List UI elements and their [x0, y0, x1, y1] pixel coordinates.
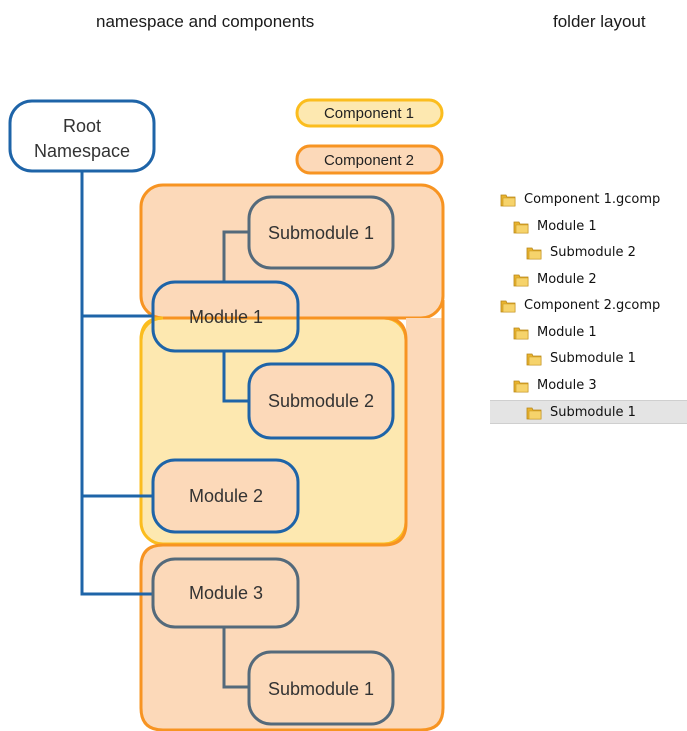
submodule1-bottom-node [247, 650, 395, 726]
folder-icon [526, 405, 542, 421]
root-namespace-label-line2: Namespace [34, 141, 130, 161]
folder-tree-item-label: Module 1 [537, 218, 597, 234]
submodule2-node [247, 362, 395, 440]
legend-component2-label: Component 2 [324, 152, 414, 169]
folder-icon [513, 378, 529, 394]
folder-tree-item[interactable]: Module 2 [490, 268, 687, 292]
folder-tree-item[interactable]: Component 2.gcomp [490, 294, 687, 318]
module2-node [151, 458, 300, 534]
module2-label: Module 2 [189, 486, 263, 506]
folder-tree-item[interactable]: Module 1 [490, 321, 687, 345]
submodule1-top-node [247, 195, 395, 270]
folder-tree-item-label: Submodule 2 [550, 245, 636, 260]
module1-submodule2-connector [222, 350, 249, 403]
folder-tree-item[interactable]: Module 1 [490, 215, 687, 239]
folder-tree-item[interactable]: Module 3 [490, 374, 687, 398]
folder-tree-item-label: Submodule 1 [550, 351, 636, 366]
legend-component2-pill [295, 144, 444, 175]
module1-label: Module 1 [189, 307, 263, 327]
legend-component1-label: Component 1 [324, 105, 414, 122]
submodule1-bottom-label: Submodule 1 [268, 679, 374, 699]
folder-tree-item-label: Module 1 [537, 324, 597, 340]
namespace-heading: namespace and components [96, 12, 315, 31]
folder-icon [500, 192, 516, 208]
module1-submodule1-connector [222, 230, 249, 282]
folder-icon [500, 298, 516, 314]
folder-icon [526, 245, 542, 261]
root-namespace-node [8, 99, 156, 173]
folder-tree-item-label: Module 2 [537, 271, 597, 287]
folder-layout-heading: folder layout [553, 12, 646, 31]
component2-outline [139, 300, 445, 731]
submodule2-label: Submodule 2 [268, 391, 374, 411]
folder-tree-item[interactable]: Submodule 2 [490, 241, 687, 265]
component1-overlap-outline [163, 316, 408, 341]
module1-node [151, 280, 300, 353]
folder-tree-item[interactable]: Submodule 1 [490, 400, 687, 424]
namespace-diagram: Component 1 Component 2 Root Namespace S… [8, 98, 445, 731]
folder-tree-item-label: Component 2.gcomp [524, 298, 661, 313]
folder-icon [513, 272, 529, 288]
folder-tree-item[interactable]: Submodule 1 [490, 347, 687, 371]
folder-tree-item[interactable]: Component 1.gcomp [490, 188, 687, 212]
module3-node [151, 557, 300, 629]
submodule1-top-label: Submodule 1 [268, 223, 374, 243]
folder-icon [513, 325, 529, 341]
component1-inner-outline [139, 316, 164, 341]
module3-label: Module 3 [189, 583, 263, 603]
folder-icon [513, 219, 529, 235]
root-connector [80, 170, 153, 596]
folder-tree-item-label: Module 3 [537, 377, 597, 393]
module3-submodule1-connector [222, 627, 249, 689]
folder-icon [526, 351, 542, 367]
folder-tree-item-label: Component 1.gcomp [524, 192, 661, 207]
legend-component1-pill [295, 98, 444, 128]
root-namespace-label-line1: Root [63, 116, 101, 136]
folder-tree-item-label: Submodule 1 [550, 405, 636, 420]
